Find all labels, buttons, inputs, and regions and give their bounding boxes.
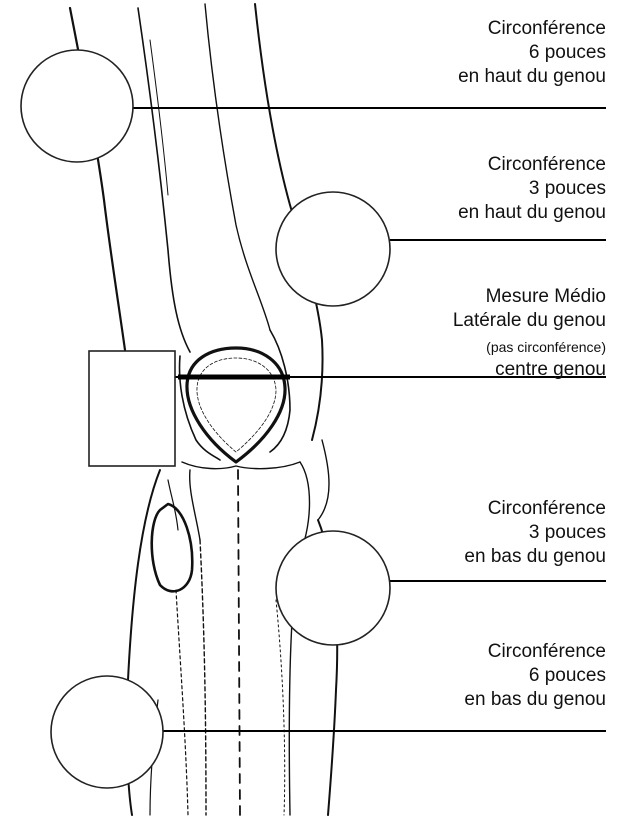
measure-box-knee <box>89 351 175 466</box>
fibula-shaft <box>176 590 188 815</box>
femur-line-left <box>138 8 190 352</box>
label-line: centre genou <box>453 358 606 382</box>
patella <box>187 348 285 462</box>
label-line: en haut du genou <box>458 201 606 225</box>
label-line: 6 pouces <box>458 41 606 65</box>
tibia-top <box>190 470 200 540</box>
label-knee: Mesure Médio Latérale du genou (pas circ… <box>453 285 606 382</box>
label-line: Latérale du genou <box>453 309 606 333</box>
label-line: Circonférence <box>458 17 606 41</box>
label-thigh-3: Circonférence 3 pouces en haut du genou <box>458 153 606 225</box>
label-line: 3 pouces <box>458 177 606 201</box>
label-line: Circonférence <box>464 640 606 664</box>
label-line: en bas du genou <box>464 545 606 569</box>
tibia-crest <box>238 470 240 815</box>
fibula-head <box>152 504 193 591</box>
tibia-shaft-left <box>200 540 206 815</box>
measure-circle-calf-6 <box>51 676 163 788</box>
label-calf-3: Circonférence 3 pouces en bas du genou <box>464 497 606 569</box>
femur-condyle-right <box>270 330 290 452</box>
label-line: en haut du genou <box>458 65 606 89</box>
label-line: Circonférence <box>464 497 606 521</box>
label-line: 3 pouces <box>464 521 606 545</box>
label-line: en bas du genou <box>464 688 606 712</box>
measure-circle-thigh-3 <box>276 192 390 306</box>
label-thigh-6: Circonférence 6 pouces en haut du genou <box>458 17 606 89</box>
label-calf-6: Circonférence 6 pouces en bas du genou <box>464 640 606 712</box>
measure-circle-thigh-6 <box>21 50 133 162</box>
calf-inner-line <box>276 600 285 815</box>
joint-line <box>182 462 300 469</box>
measure-circle-calf-3 <box>276 531 390 645</box>
knee-fold-right <box>318 440 329 520</box>
label-line: Circonférence <box>458 153 606 177</box>
label-note: (pas circonférence) <box>453 336 606 358</box>
label-line: 6 pouces <box>464 664 606 688</box>
label-line: Mesure Médio <box>453 285 606 309</box>
